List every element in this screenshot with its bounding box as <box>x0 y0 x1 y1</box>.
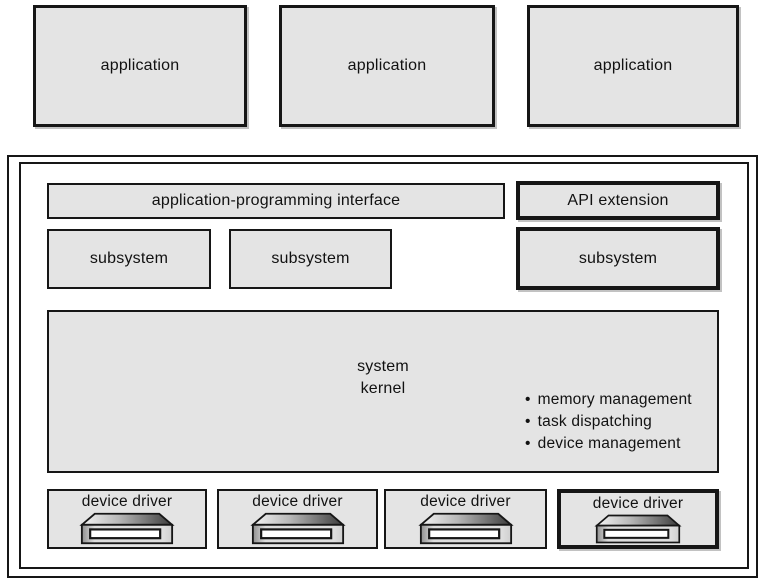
disk-drive-icon <box>79 512 175 545</box>
device-driver-box-4: device driver <box>557 489 719 549</box>
kernel-title-line: system <box>357 358 409 375</box>
device-driver-label: device driver <box>592 495 684 512</box>
os-container-outer-frame <box>7 155 758 578</box>
kernel-title-line: kernel <box>360 380 406 397</box>
bullet-marker: • <box>525 391 531 408</box>
device-driver-label: device driver <box>420 493 511 510</box>
bullet-item: • task dispatching <box>525 411 692 433</box>
disk-drive-icon <box>594 514 682 544</box>
api-extension-label: API extension <box>567 191 669 209</box>
application-box-3: application <box>527 5 739 127</box>
os-container-inner-frame <box>19 162 749 569</box>
bullet-marker: • <box>525 435 531 452</box>
api-bar-label: application-programming interface <box>151 192 401 209</box>
bullet-label: device management <box>537 435 681 452</box>
kernel-title: system kernel <box>49 356 717 400</box>
device-driver-box-1: device driver <box>47 489 207 549</box>
subsystem-label: subsystem <box>578 249 658 267</box>
system-kernel-box: system kernel • memory management • task d… <box>47 310 719 473</box>
subsystem-label: subsystem <box>271 250 350 267</box>
application-box-2: application <box>279 5 495 127</box>
application-label: application <box>100 57 180 74</box>
kernel-bullet-list: • memory management • task dispatching • de… <box>525 389 692 455</box>
bullet-item: • memory management <box>525 389 692 411</box>
subsystem-label: subsystem <box>89 250 169 267</box>
device-driver-box-2: device driver <box>217 489 378 549</box>
disk-drive-icon <box>249 512 346 545</box>
subsystem-box-3: subsystem <box>516 227 720 290</box>
application-box-1: application <box>33 5 247 127</box>
bullet-marker: • <box>525 413 531 430</box>
device-driver-box-3: device driver <box>384 489 547 549</box>
disk-drive-icon <box>417 512 514 545</box>
application-label: application <box>347 57 427 74</box>
device-driver-label: device driver <box>81 493 173 510</box>
api-bar: application-programming interface <box>47 183 505 219</box>
subsystem-box-1: subsystem <box>47 229 211 289</box>
application-label: application <box>593 57 673 74</box>
bullet-item: • device management <box>525 433 692 455</box>
bullet-label: task dispatching <box>537 413 652 430</box>
bullet-label: memory management <box>537 391 692 408</box>
api-extension-box: API extension <box>516 181 720 220</box>
device-driver-label: device driver <box>252 493 343 510</box>
subsystem-box-2: subsystem <box>229 229 392 289</box>
